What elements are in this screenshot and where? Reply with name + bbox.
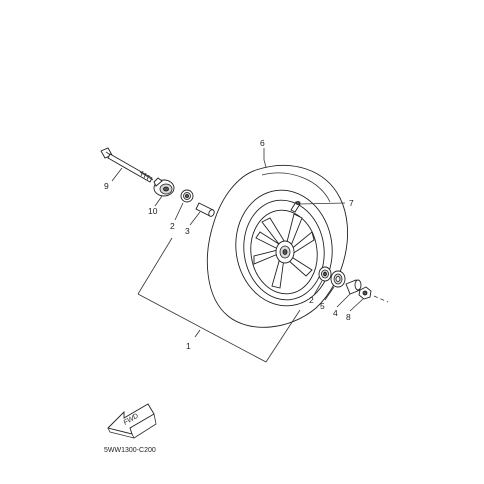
callout-3: 3	[185, 226, 190, 236]
bearing-right[interactable]	[318, 266, 332, 282]
callout-1: 1	[186, 341, 191, 351]
callout-2-left: 2	[170, 221, 175, 231]
meter-gear-collar[interactable]	[153, 177, 175, 197]
callout-4: 4	[333, 308, 338, 318]
forward-arrow: FWD	[107, 403, 157, 439]
callout-9: 9	[104, 181, 109, 191]
leader-lines	[111, 148, 364, 363]
bearing-left[interactable]	[180, 189, 194, 203]
callout-7: 7	[349, 198, 354, 208]
callout-labels: 1 2 2 3 4 5 6 7 8 9 10	[104, 138, 354, 351]
callout-8: 8	[346, 312, 351, 322]
collar-right[interactable]	[345, 279, 362, 295]
cast-wheel[interactable]	[228, 184, 339, 312]
tire-valve[interactable]	[290, 201, 301, 213]
callout-2-right: 2	[309, 295, 314, 305]
axle-nut[interactable]	[358, 286, 372, 300]
callout-6: 6	[260, 138, 265, 148]
axle-bolt[interactable]	[100, 147, 154, 183]
diagram-code: 5WW1300-C200	[104, 447, 156, 454]
spacer[interactable]	[195, 202, 215, 217]
callout-5: 5	[320, 301, 325, 311]
callout-10: 10	[148, 206, 158, 216]
oil-seal[interactable]	[330, 270, 346, 288]
